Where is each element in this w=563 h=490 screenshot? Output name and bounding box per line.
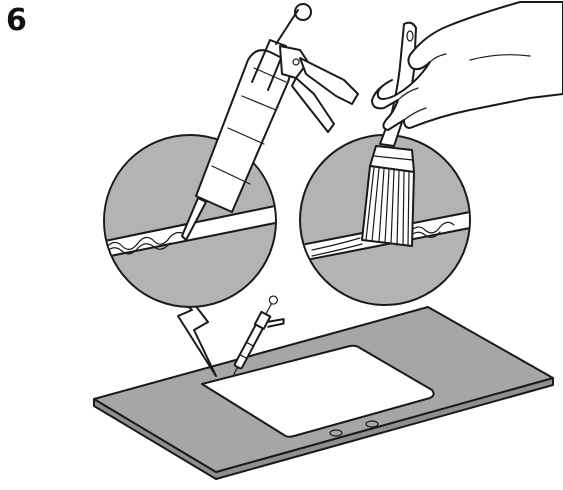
small-caulk-gun-icon	[232, 295, 285, 377]
sink-cutout	[201, 344, 435, 438]
countertop-icon	[93, 306, 554, 480]
tap-hole-right	[365, 420, 379, 428]
silicone-bead	[105, 231, 183, 250]
step-number: 6	[6, 3, 27, 38]
caulk-gun-icon	[181, 3, 359, 241]
tap-hole-left	[329, 429, 343, 437]
hand-icon	[371, 1, 563, 131]
paint-brush-icon	[361, 21, 417, 247]
